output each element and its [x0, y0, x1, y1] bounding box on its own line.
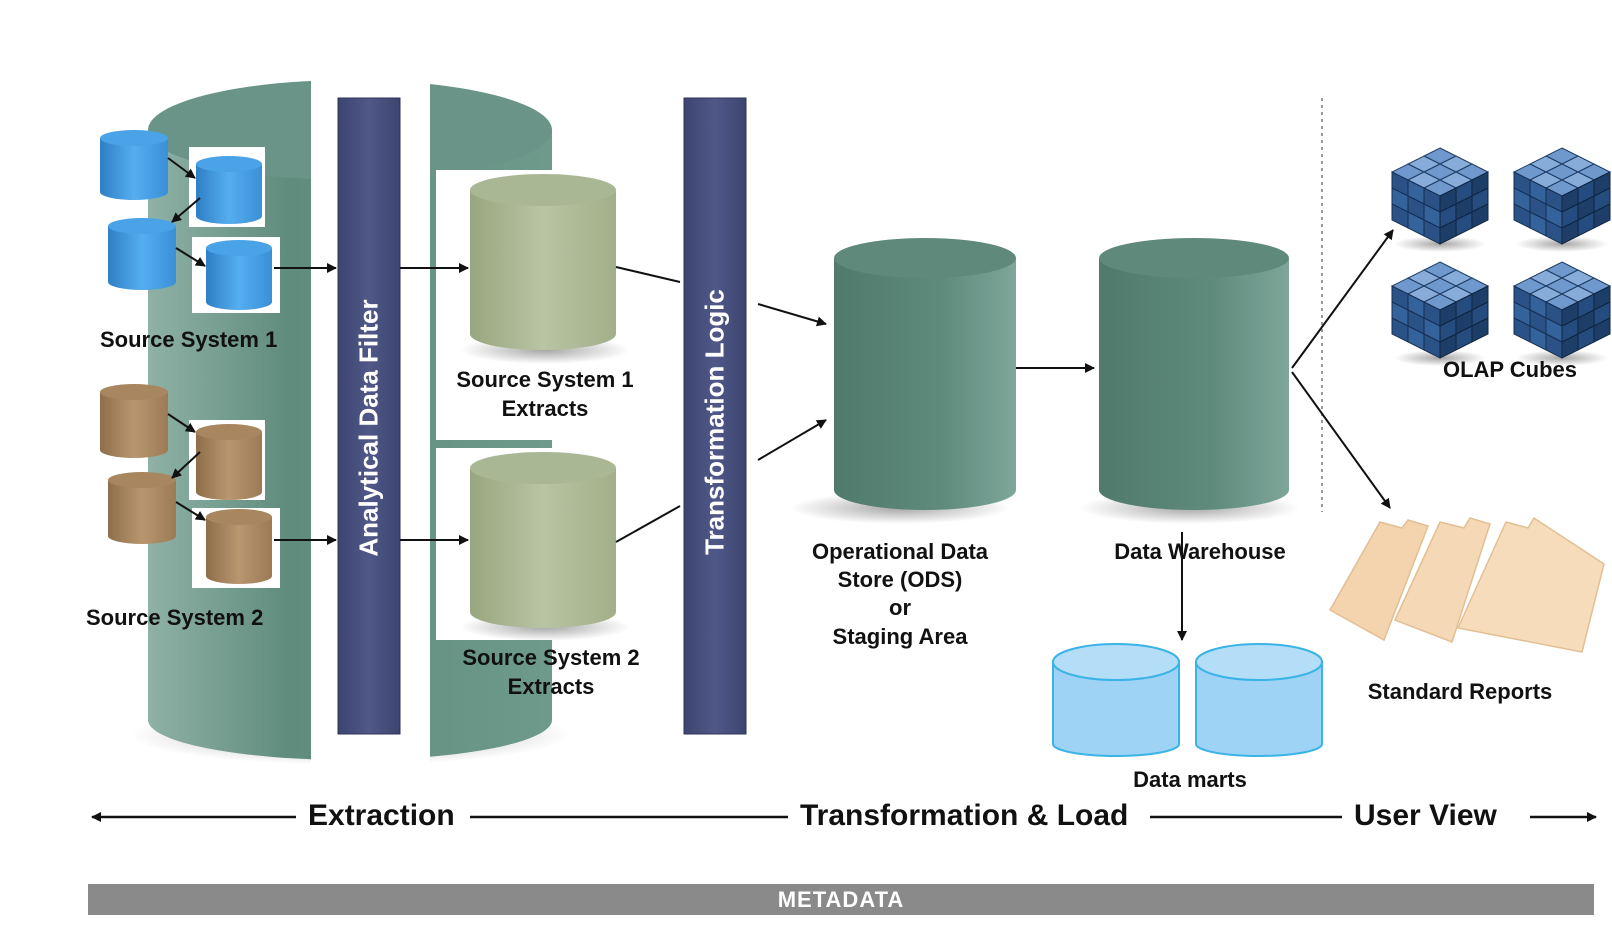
blue-db-cylinder: [196, 156, 262, 224]
ods-label-line2: Store (ODS): [837, 567, 963, 592]
metadata-bar: METADATA: [88, 884, 1594, 915]
olap-cube-icon: [1390, 261, 1490, 366]
ods-cylinder: [790, 238, 1016, 524]
olap-cube-icon: [1390, 147, 1490, 252]
olap-cubes-label: OLAP Cubes: [1442, 357, 1578, 382]
olap-cubes-icon: [1390, 147, 1612, 366]
data-warehouse-cylinder: [1080, 238, 1300, 524]
ods-label-line4: Staging Area: [832, 624, 968, 649]
phase-extraction: Extraction: [296, 799, 467, 833]
source-system-2-extracts-label-line2: Extracts: [507, 674, 595, 699]
ods-label-line1: Operational Data: [811, 539, 989, 564]
phase-user-view: User View: [1342, 799, 1509, 833]
brown-db-cylinder: [108, 472, 176, 544]
transformation-logic-bar: [683, 97, 747, 735]
transformation-logic-label: Transformation Logic: [699, 289, 730, 555]
source-system-1-label: Source System 1: [100, 327, 278, 352]
source-system-1-databases: [100, 130, 280, 313]
source-system-2-databases: [100, 384, 280, 588]
blue-db-cylinder: [100, 130, 168, 200]
data-warehouse-label: Data Warehouse: [1114, 539, 1286, 564]
report-folder-icon: [1456, 516, 1605, 653]
source-system-1-extracts-cylinder: [460, 174, 630, 364]
metadata-label: METADATA: [777, 887, 905, 912]
source-system-2-label: Source System 2: [86, 605, 264, 630]
analytical-data-filter-bar: [337, 97, 401, 735]
brown-db-cylinder: [206, 509, 272, 584]
source-system-1-extracts-label-line1: Source System 1: [456, 367, 634, 392]
olap-cube-icon: [1512, 261, 1612, 366]
analytical-data-filter-label: Analytical Data Filter: [353, 299, 384, 557]
data-mart-cylinder: [1052, 643, 1180, 757]
flow-arrows: [167, 157, 1394, 641]
data-mart-cylinder: [1195, 643, 1323, 757]
source-system-2-extracts-cylinder: [460, 452, 630, 641]
report-folder-icon: [1393, 517, 1491, 643]
phase-transformation-load: Transformation & Load: [788, 799, 1141, 833]
data-marts-label: Data marts: [1133, 767, 1247, 792]
olap-cube-icon: [1512, 147, 1612, 252]
brown-db-cylinder: [196, 424, 262, 500]
standard-reports-icon: [1328, 516, 1605, 653]
brown-db-cylinder: [100, 384, 168, 458]
source-system-1-extracts-label-line2: Extracts: [501, 396, 589, 421]
blue-db-cylinder: [206, 240, 272, 310]
ods-label-line3: or: [889, 595, 911, 620]
report-folder-icon: [1328, 519, 1429, 642]
source-system-2-extracts-label-line1: Source System 2: [462, 645, 640, 670]
standard-reports-label: Standard Reports: [1367, 679, 1553, 704]
blue-db-cylinder: [108, 218, 176, 290]
